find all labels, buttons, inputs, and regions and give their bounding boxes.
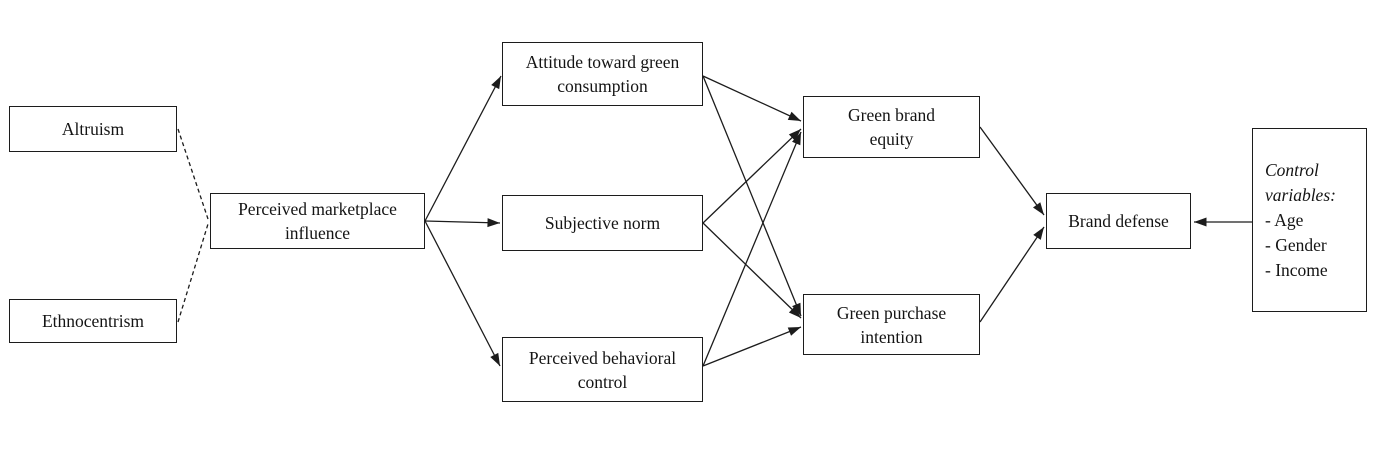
edge-attitude-gpi bbox=[702, 75, 802, 317]
node-control-variables: Control variables: - Age - Gender - Inco… bbox=[1252, 128, 1367, 312]
edge-pbc-gbe bbox=[702, 131, 802, 367]
node-label-line: equity bbox=[869, 129, 914, 149]
edge-pmi-subjective-norm bbox=[424, 218, 501, 228]
edge-subjective-norm-gbe bbox=[702, 128, 802, 224]
control-variable-item: - Age bbox=[1265, 209, 1304, 230]
node-label: Altruism bbox=[61, 119, 125, 139]
node-label-line: influence bbox=[284, 223, 351, 243]
edge-ethnocentrism-pmi bbox=[177, 223, 209, 323]
node-label-line: consumption bbox=[557, 76, 648, 96]
edge-pbc-gpi bbox=[702, 326, 802, 367]
edge-subjective-norm-gpi bbox=[702, 222, 802, 319]
node-perceived-behavioral-control: Perceived behavioral control bbox=[502, 337, 703, 402]
node-label-line: Green brand bbox=[848, 105, 935, 125]
control-variables-title: Control variables: bbox=[1265, 159, 1336, 205]
node-green-purchase-intention: Green purchase intention bbox=[803, 294, 980, 355]
node-label: Subjective norm bbox=[544, 213, 661, 233]
node-label-line: Attitude toward green bbox=[525, 52, 680, 72]
node-ethnocentrism: Ethnocentrism bbox=[9, 299, 177, 343]
node-label-line: Perceived behavioral bbox=[528, 347, 677, 368]
node-label-line: Perceived marketplace bbox=[238, 199, 397, 219]
control-variable-item: - Income bbox=[1265, 259, 1328, 280]
node-perceived-marketplace-influence: Perceived marketplace influence bbox=[210, 193, 425, 249]
edge-pmi-attitude bbox=[424, 75, 502, 222]
node-label-line: control bbox=[577, 371, 628, 392]
node-brand-defense: Brand defense bbox=[1046, 193, 1191, 249]
edge-gpi-brand-defense bbox=[979, 226, 1045, 323]
edge-pmi-pbc bbox=[424, 220, 501, 367]
edge-altruism-pmi bbox=[177, 128, 209, 220]
node-subjective-norm: Subjective norm bbox=[502, 195, 703, 251]
edge-gbe-brand-defense bbox=[979, 126, 1045, 216]
control-variable-item: - Gender bbox=[1265, 234, 1327, 255]
node-label: Brand defense bbox=[1068, 211, 1169, 231]
node-altruism: Altruism bbox=[9, 106, 177, 152]
node-label-line: Green purchase bbox=[836, 302, 947, 323]
node-green-brand-equity: Green brand equity bbox=[803, 96, 980, 158]
node-attitude-toward-green-consumption: Attitude toward green consumption bbox=[502, 42, 703, 106]
edge-attitude-gbe bbox=[702, 75, 802, 122]
node-label-line: intention bbox=[860, 326, 923, 347]
node-label: Ethnocentrism bbox=[41, 311, 145, 331]
